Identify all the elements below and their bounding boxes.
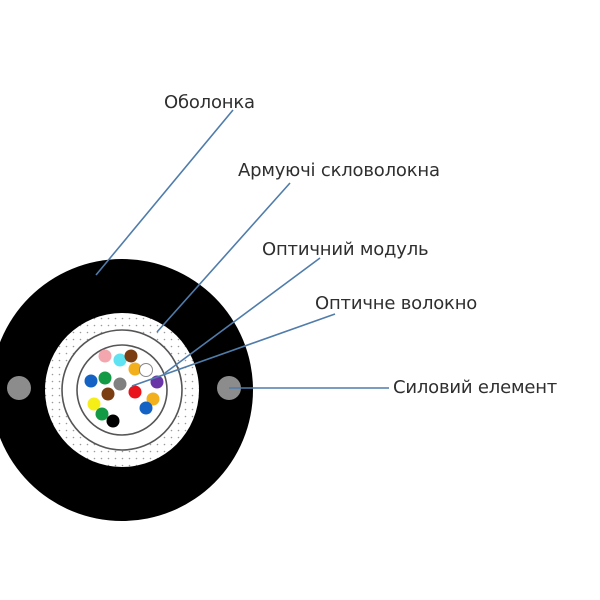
leader-line-optical-fiber [131,313,336,387]
optical-fiber-13 [146,392,160,406]
leader-line-optical-module [164,257,321,374]
leader-line-glass-yarn [156,182,291,333]
label-optical-module: Оптичний модуль [262,239,429,260]
optical-fiber-8 [113,377,127,391]
label-glass-yarn: Армуючі скловолокна [238,160,440,181]
optical-fiber-2 [113,353,127,367]
optical-fiber-5 [139,363,153,377]
optical-fiber-7 [98,371,112,385]
label-sheath: Оболонка [164,92,255,113]
optical-fiber-6 [84,374,98,388]
cable [0,259,253,521]
strength-member-1 [7,376,31,400]
optical-fiber-9 [101,387,115,401]
optical-fiber-14 [139,401,153,415]
label-optical-fiber: Оптичне волокно [315,293,478,314]
optical-fiber-10 [128,385,142,399]
optical-fiber-4 [128,362,142,376]
label-strength-member: Силовий елемент [393,377,558,398]
leader-line-sheath [95,109,234,276]
optical-fiber-16 [106,414,120,428]
optical-fiber-15 [95,407,109,421]
optical-fiber-12 [87,397,101,411]
leader-lines [95,109,389,389]
optical-fiber-1 [98,349,112,363]
optical-fiber-3 [124,349,138,363]
